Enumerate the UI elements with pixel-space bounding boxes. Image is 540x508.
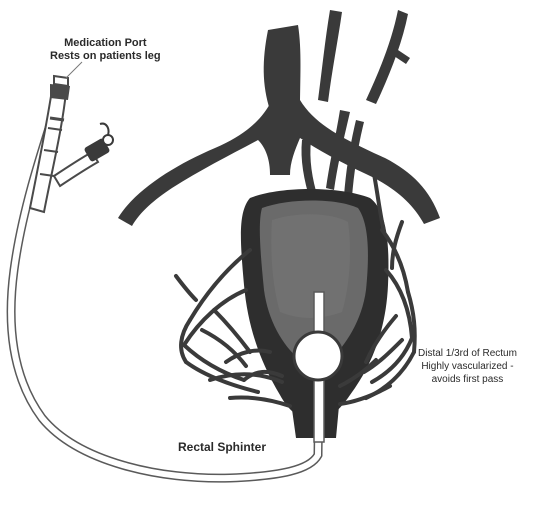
medication-port-line2: Rests on patients leg bbox=[50, 50, 161, 63]
distal-rectum-line2: Highly vascularized - bbox=[418, 360, 517, 373]
medication-port-leader bbox=[66, 62, 82, 78]
upper-vessel-branch bbox=[318, 10, 342, 102]
catheter-band-1 bbox=[50, 118, 64, 120]
distal-rectum-line1: Distal 1/3rd of Rectum bbox=[418, 347, 517, 360]
inflation-valve-cap bbox=[103, 135, 113, 145]
inflation-valve-hook bbox=[100, 124, 109, 135]
medication-port-label: Medication Port Rests on patients leg bbox=[50, 37, 161, 63]
rectal-sphincter-label: Rectal Sphinter bbox=[178, 441, 266, 454]
retention-balloon bbox=[294, 332, 342, 380]
rectum-inner-highlight bbox=[271, 214, 350, 318]
distal-rectum-line3: avoids first pass bbox=[418, 373, 517, 386]
distal-rectum-label: Distal 1/3rd of Rectum Highly vasculariz… bbox=[418, 347, 517, 386]
medication-port-line1: Medication Port bbox=[50, 37, 161, 50]
main-vessel-trunk bbox=[264, 25, 301, 110]
